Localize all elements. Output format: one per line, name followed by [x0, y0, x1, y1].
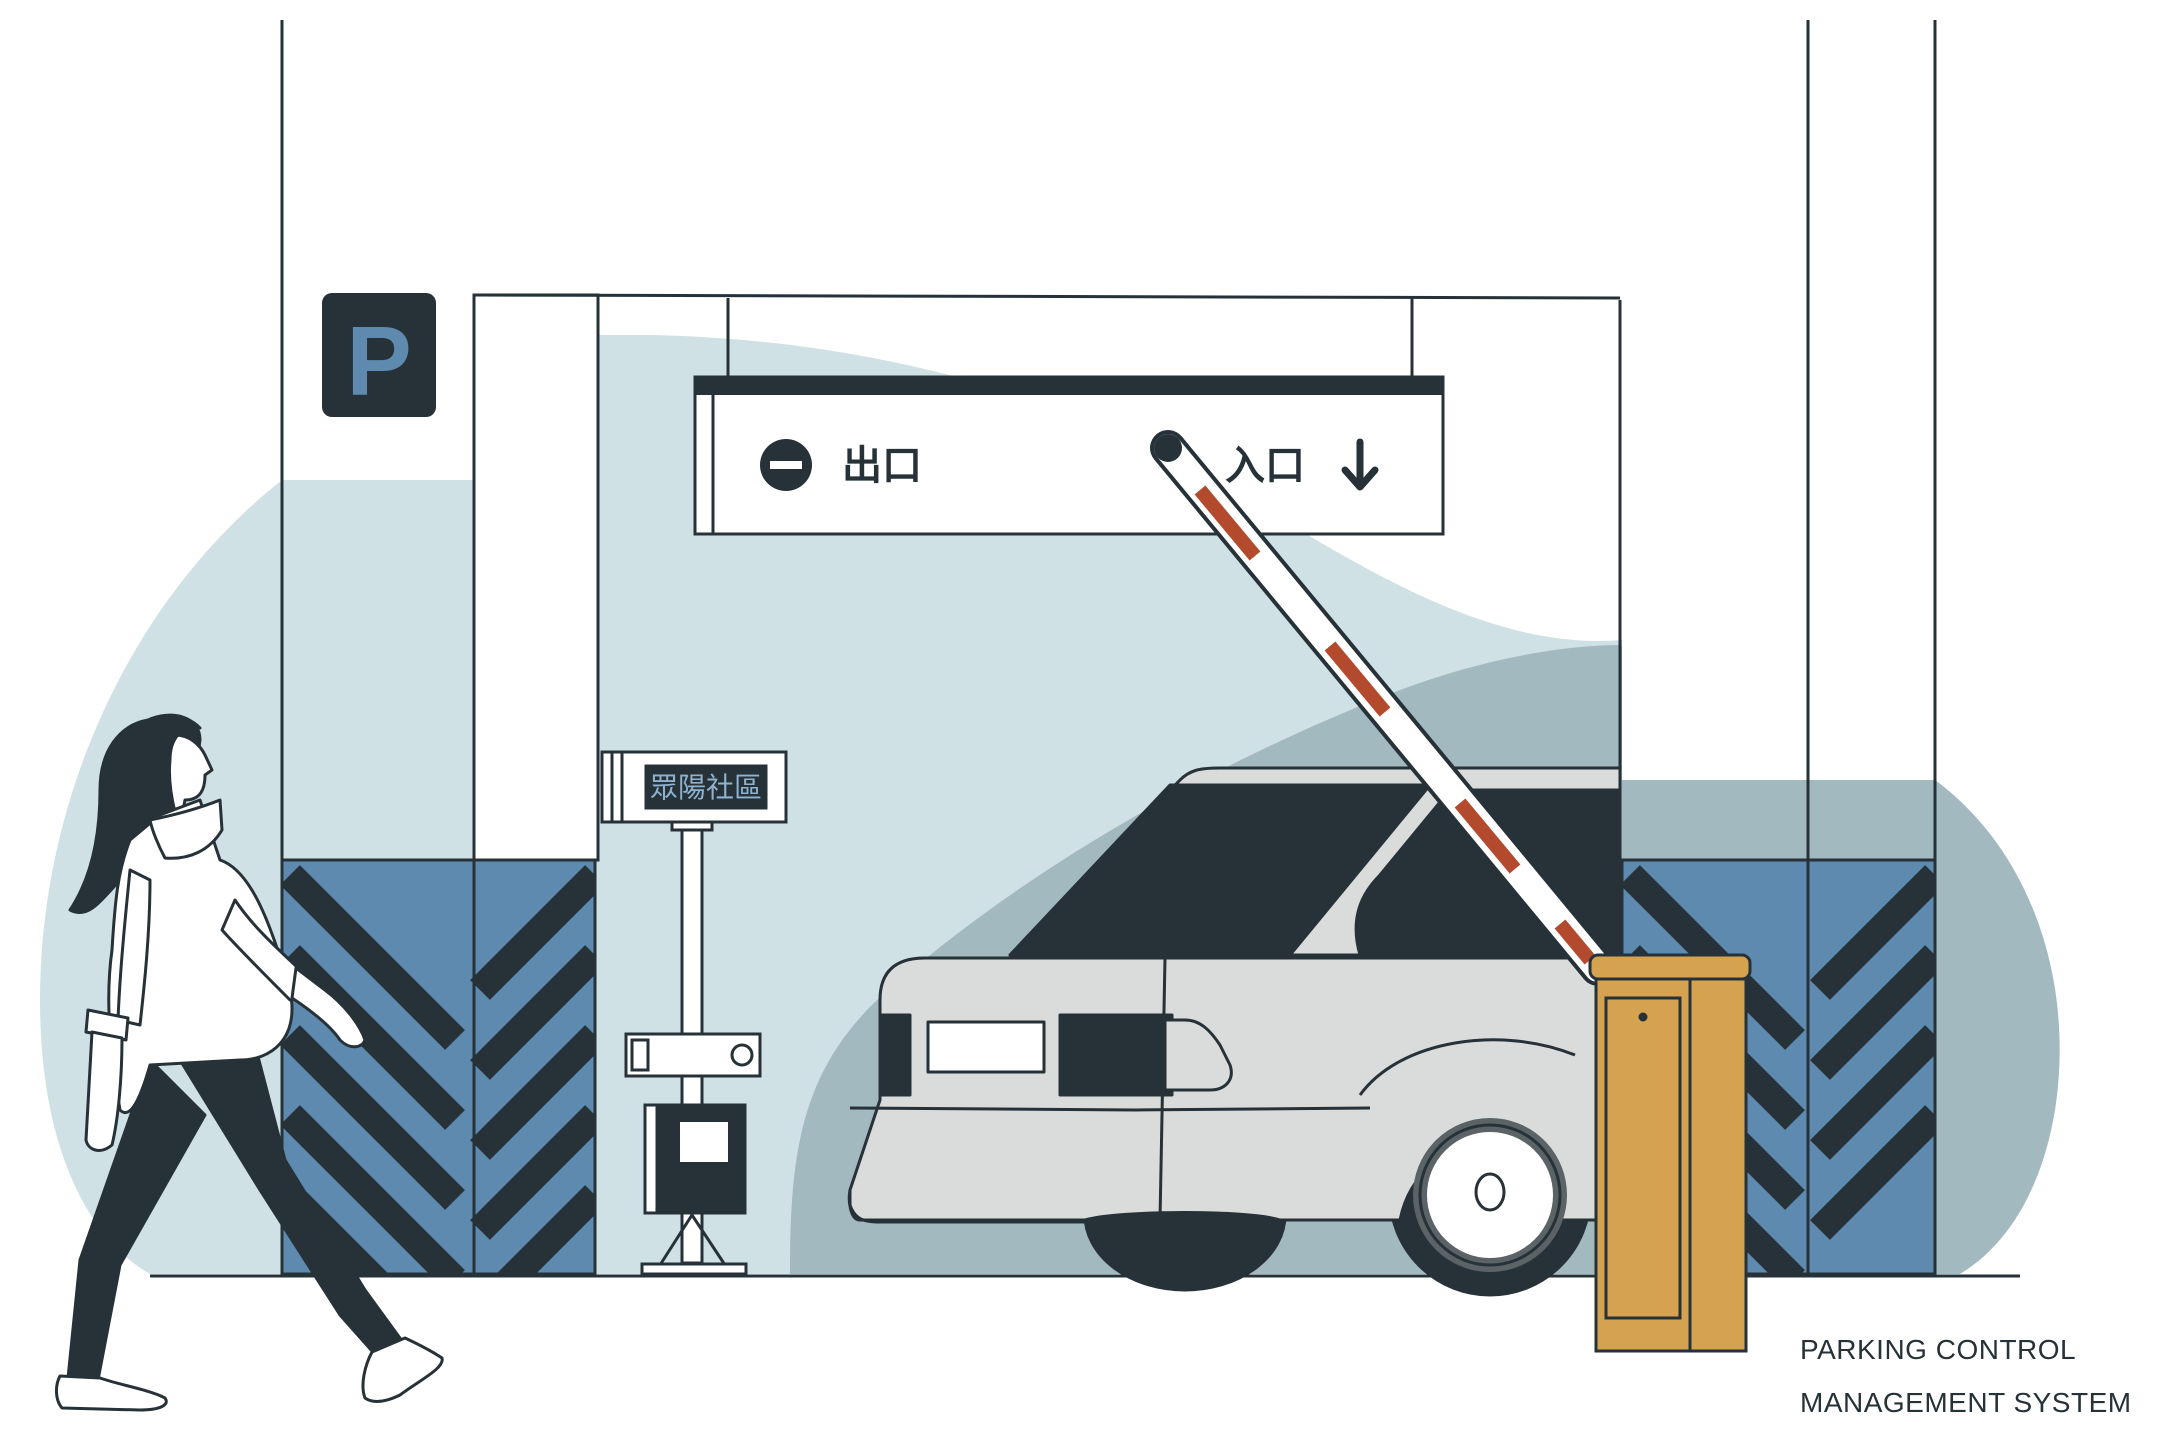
ticket-display-text: 眾陽社區: [650, 771, 762, 804]
barrier-arm: [1150, 430, 1616, 986]
left-wall-guard: [280, 858, 597, 1276]
overhead-sign: 出口 入口: [693, 375, 1445, 536]
ticket-machine: 眾陽社區: [600, 750, 788, 1276]
left-pillar: [280, 20, 600, 862]
caption: PARKING CONTROL MANAGEMENT SYSTEM: [1800, 1323, 2132, 1429]
no-entry-icon: [760, 439, 812, 491]
entrance-label: 入口: [1225, 443, 1305, 489]
parking-p-icon: P: [346, 306, 411, 416]
parking-sign: P: [322, 293, 436, 417]
arrow-down-icon: [1341, 438, 1379, 491]
entrance-beam: [473, 293, 1621, 380]
caption-line-2: MANAGEMENT SYSTEM: [1800, 1387, 2132, 1418]
barrier-gate: [1588, 953, 1752, 1353]
walking-woman: [55, 713, 444, 1412]
caption-line-1: PARKING CONTROL: [1800, 1334, 2077, 1365]
car: [847, 766, 1622, 1297]
exit-label: 出口: [842, 443, 922, 489]
right-pillar: [1618, 20, 1937, 860]
ticket-display-screen: [644, 764, 768, 810]
